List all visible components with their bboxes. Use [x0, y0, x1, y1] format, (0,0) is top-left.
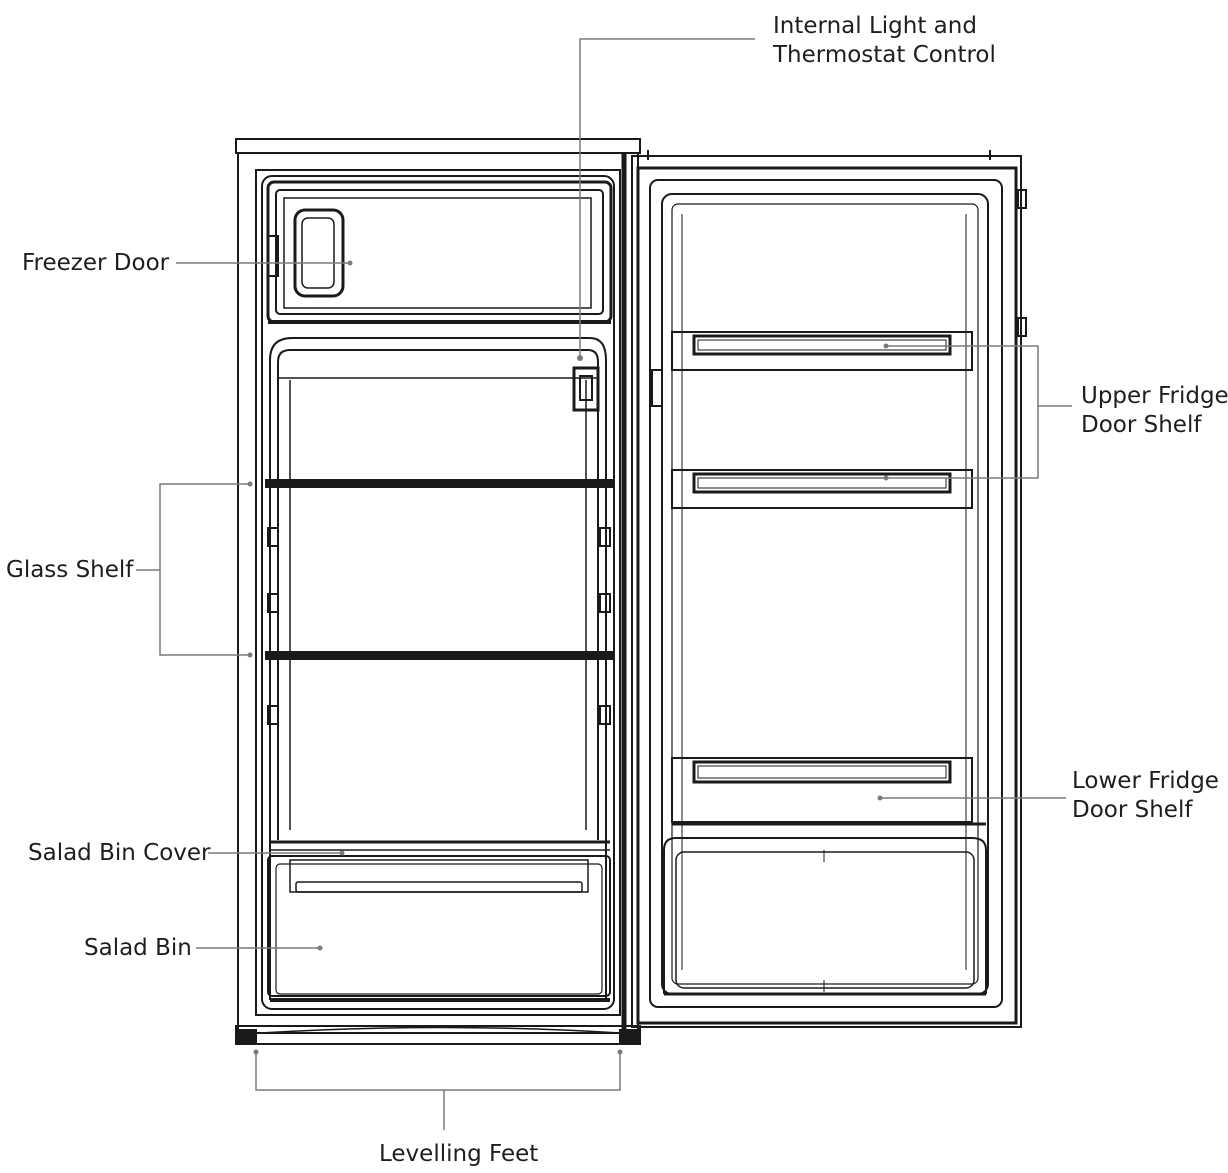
levelling-feet-label: Levelling Feet	[379, 1141, 539, 1167]
fridge-compartment	[267, 337, 611, 1000]
freezer-door	[267, 197, 592, 309]
salad-bin-label: Salad Bin	[84, 935, 192, 961]
lower-door-shelf	[671, 757, 986, 826]
glass-shelf-label: Glass Shelf	[6, 557, 134, 583]
upper-fridge-door-shelf-label: Upper Fridge Door Shelf	[1081, 383, 1228, 438]
leader-lines	[136, 38, 1072, 1130]
freezer-compartment	[266, 180, 613, 324]
leader-dots	[247, 260, 889, 1055]
salad-bin	[267, 855, 611, 1002]
lower-fridge-door-shelf-label: Lower Fridge Door Shelf	[1072, 768, 1219, 823]
salad-bin-cover	[270, 840, 610, 851]
thermostat-control	[572, 355, 600, 412]
fridge-door	[631, 150, 1027, 1028]
salad-bin-cover-label: Salad Bin Cover	[28, 840, 211, 866]
freezer-door-label: Freezer Door	[22, 250, 170, 276]
glass-shelves	[265, 479, 613, 660]
upper-door-shelves	[671, 331, 973, 509]
internal-light-label: Internal Light and Thermostat Control	[773, 13, 996, 68]
cabinet-base	[235, 1025, 641, 1045]
bottom-door-bin	[663, 837, 987, 996]
